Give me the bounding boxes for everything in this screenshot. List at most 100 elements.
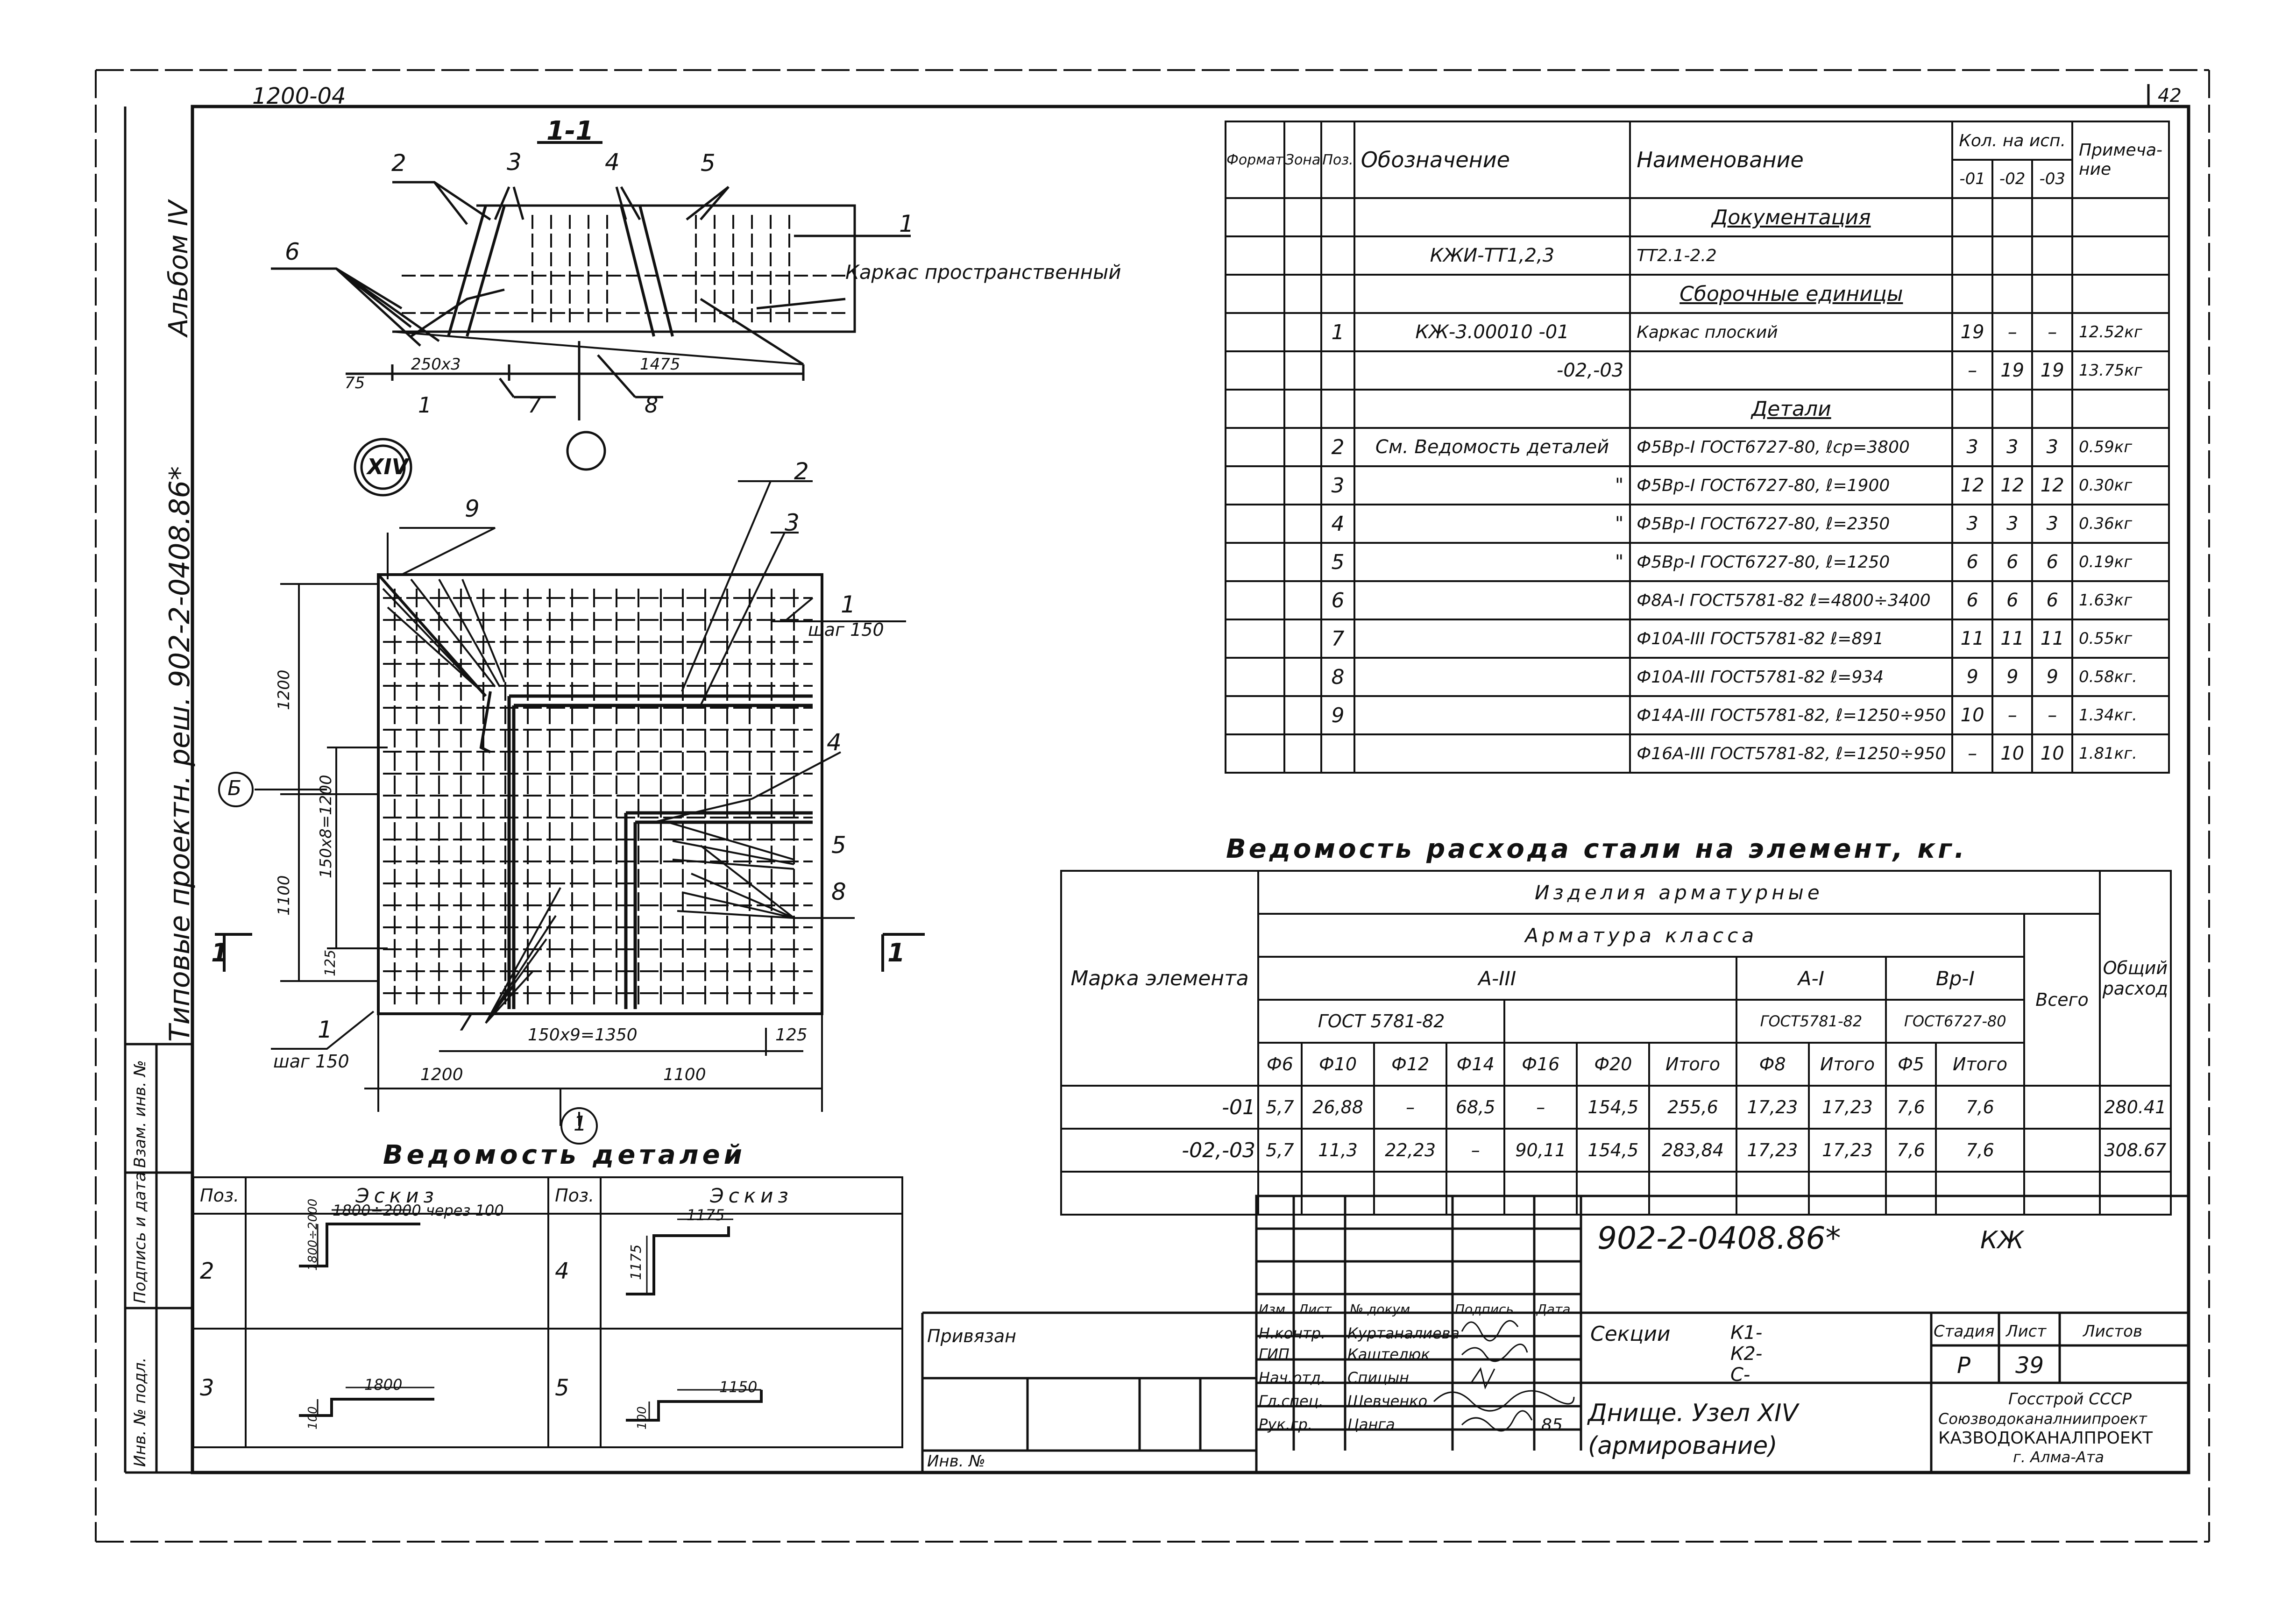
spec-cell-name: Ф10А-III ГОСТ5781-82 ℓ=934 <box>1629 657 1954 697</box>
tb-col-doc: № докум. <box>1350 1302 1415 1317</box>
steel-value: – <box>1373 1085 1448 1130</box>
spec-cell-name: Ф5Вр-I ГОСТ6727-80, ℓ=1250 <box>1629 542 1954 582</box>
spec-cell-designation <box>1353 733 1631 774</box>
name-2: Каштелюк <box>1347 1345 1430 1363</box>
spec-cell-zone <box>1283 619 1323 659</box>
steel-col-header: Итого <box>1807 1042 1887 1087</box>
steel-value: 154,5 <box>1576 1085 1651 1130</box>
spec-cell-q1: 3 <box>1951 504 1993 544</box>
spec-cell-designation: " <box>1353 465 1631 505</box>
spec-cell-note: 0.55кг <box>2071 619 2170 659</box>
steel-value: – <box>1503 1085 1578 1130</box>
spec-cell-fmt <box>1225 312 1285 352</box>
spec-cell-pos <box>1320 235 1355 276</box>
det-h-sketch-2: Эскиз <box>600 1176 903 1215</box>
spec-cell-note <box>2071 235 2170 276</box>
sheet-code-top: 1200-04 <box>252 83 346 109</box>
section-k2: К2- <box>1730 1343 1763 1365</box>
spec-cell-pos: 2 <box>1320 427 1355 467</box>
steel-col-header: Ф14 <box>1446 1042 1506 1087</box>
callout-6: 6 <box>285 238 300 265</box>
det-pos-4: 4 <box>547 1213 602 1330</box>
h-qty-02: -02 <box>1991 159 2034 199</box>
tb-col-list: Лист <box>1298 1302 1332 1317</box>
spec-cell-q1: 9 <box>1951 657 1993 697</box>
steel-total <box>2023 1128 2101 1173</box>
spec-cell-note <box>2071 197 2170 237</box>
det-h-pos-1: Поз. <box>192 1176 247 1215</box>
steel-empty-cell <box>1060 1171 1259 1216</box>
spec-cell-zone <box>1283 580 1323 620</box>
spec-cell-q3: 19 <box>2031 350 2074 391</box>
spec-cell-fmt <box>1225 197 1285 237</box>
spec-cell-pos <box>1320 274 1355 314</box>
date-value: 85 <box>1541 1416 1563 1435</box>
plan-callout-7: 7 <box>458 1009 473 1036</box>
spec-cell-name: Ф14А-III ГОСТ5781-82, ℓ=1250÷950 <box>1629 695 1954 735</box>
spec-cell-designation <box>1353 695 1631 735</box>
spec-row: Документация <box>1225 197 2170 237</box>
plan-callout-4: 4 <box>827 729 842 756</box>
steel-empty-cell <box>1807 1171 1887 1216</box>
spec-cell-zone <box>1283 350 1323 391</box>
steel-value: 5,7 <box>1257 1085 1303 1130</box>
spec-cell-pos <box>1320 350 1355 391</box>
spec-cell-pos <box>1320 197 1355 237</box>
steel-col-header: Ф8 <box>1735 1042 1810 1087</box>
tb-col-izm: Изм. <box>1259 1302 1290 1317</box>
spec-cell-pos: 4 <box>1320 504 1355 544</box>
spec-cell-zone <box>1283 465 1323 505</box>
spec-cell-designation <box>1353 657 1631 697</box>
spec-cell-q3: 6 <box>2031 542 2074 582</box>
spec-cell-pos: 5 <box>1320 542 1355 582</box>
spec-cell-q2: 11 <box>1991 619 2034 659</box>
det-pos-2: 2 <box>192 1213 247 1330</box>
spec-cell-zone <box>1283 197 1323 237</box>
spec-cell-q1: 6 <box>1951 580 1993 620</box>
det-2-dim-top: 1800÷2000 через 100 <box>333 1202 504 1219</box>
spec-cell-designation: " <box>1353 542 1631 582</box>
spec-cell-q3: 3 <box>2031 427 2074 467</box>
spec-cell-fmt <box>1225 619 1285 659</box>
spec-cell-q1: 12 <box>1951 465 1993 505</box>
doc-code: 902-2-0408.86* <box>1597 1220 1841 1256</box>
role-5: Рук.гр. <box>1259 1416 1313 1433</box>
name-3: Спицын <box>1347 1369 1410 1387</box>
spec-cell-q3: 10 <box>2031 733 2074 774</box>
spec-cell-name: Ф8А-I ГОСТ5781-82 ℓ=4800÷3400 <box>1629 580 1954 620</box>
section-c: С- <box>1730 1364 1750 1386</box>
dim-75: 75 <box>345 374 365 392</box>
object-name: Днище. Узел XIV <box>1588 1399 1799 1427</box>
spec-cell-note: 1.34кг. <box>2071 695 2170 735</box>
spec-cell-q1 <box>1951 274 1993 314</box>
steel-h-total: Всего <box>2023 913 2101 1087</box>
spec-cell-note: 0.36кг <box>2071 504 2170 544</box>
h-note: Примеча-ние <box>2071 121 2170 199</box>
plan-view <box>215 480 925 1145</box>
steel-value: 154,5 <box>1576 1128 1651 1173</box>
det-sketch-2 <box>245 1213 550 1330</box>
steel-consumption-table: Марка элемента Изделия арматурные Общий … <box>1060 870 2172 1216</box>
steel-value: 17,23 <box>1735 1085 1810 1130</box>
det-5-dim-top: 1150 <box>719 1378 758 1396</box>
axis-b-label: Б <box>227 776 242 800</box>
spec-cell-q1: 6 <box>1951 542 1993 582</box>
steel-empty-row <box>1060 1171 2172 1216</box>
steel-empty-cell <box>1885 1171 1937 1216</box>
steel-value: 11,3 <box>1300 1128 1375 1173</box>
steel-h-gost1: ГОСТ 5781-82 <box>1257 999 1506 1044</box>
role-2: ГИП <box>1259 1345 1290 1363</box>
sections-label: Секции <box>1590 1322 1671 1346</box>
spec-cell-designation: См. Ведомость деталей <box>1353 427 1631 467</box>
steel-general: 280.41 <box>2098 1085 2172 1130</box>
bound-to: Привязан <box>927 1326 1016 1346</box>
page-number: 42 <box>2158 85 2182 107</box>
spec-cell-q1: 11 <box>1951 619 1993 659</box>
